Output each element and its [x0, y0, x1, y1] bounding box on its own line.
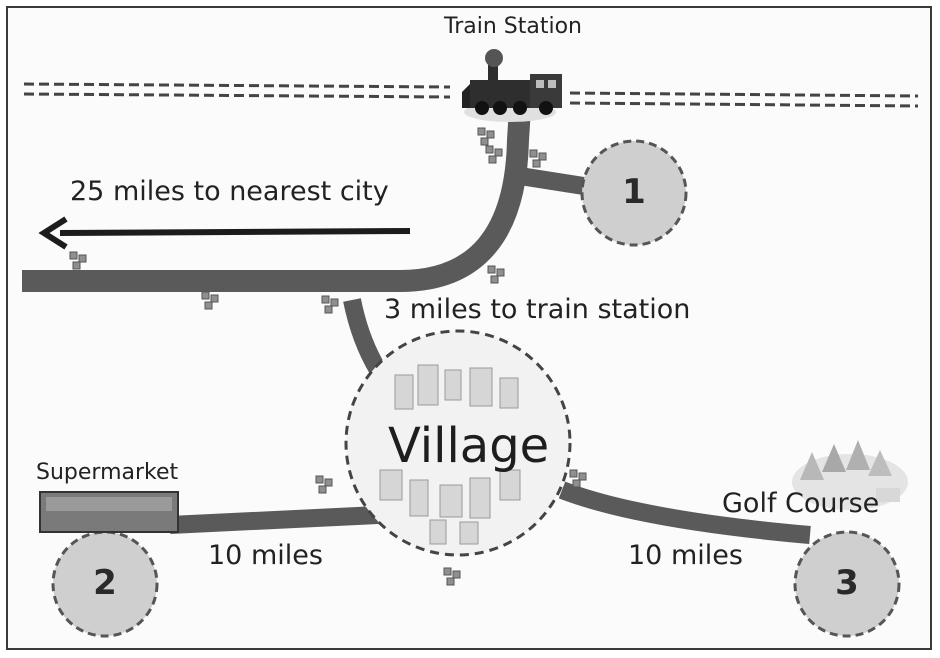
- train-station-label: Train Station: [444, 14, 582, 39]
- left-arrow-icon: [38, 216, 411, 250]
- road-main: [22, 107, 531, 292]
- railway: [23, 82, 919, 108]
- site-2-circle: [51, 530, 159, 638]
- road-to-village: [343, 298, 386, 375]
- house-cluster-icon: [69, 127, 587, 586]
- site-1-number: 1: [622, 172, 646, 212]
- golf-trees-icon: [792, 440, 908, 510]
- site-3-number: 3: [835, 563, 859, 603]
- road-to-golf: [558, 481, 811, 544]
- site-3-circle: [793, 530, 901, 638]
- golf-course-label: Golf Course: [722, 488, 880, 519]
- site-1-circle: [580, 139, 688, 247]
- supermarket-distance-label: 10 miles: [208, 540, 323, 571]
- supermarket-label: Supermarket: [36, 460, 179, 485]
- roads: [22, 107, 811, 544]
- supermarket-icon: [39, 491, 179, 533]
- nearest-city-label: 25 miles to nearest city: [70, 176, 389, 207]
- site-2-number: 2: [93, 563, 117, 603]
- village-city-icon: [344, 329, 572, 557]
- village-label: Village: [388, 418, 550, 474]
- golf-distance-label: 10 miles: [628, 540, 743, 571]
- road-to-site-1: [518, 167, 592, 196]
- train-icon: [462, 49, 562, 122]
- road-to-supermarket: [169, 506, 379, 534]
- train-distance-label: 3 miles to train station: [384, 294, 691, 325]
